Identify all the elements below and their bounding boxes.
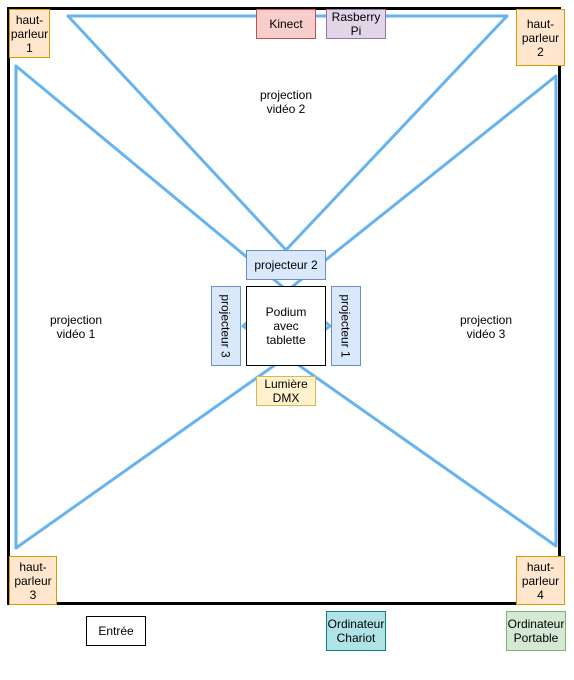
speaker-2: haut- parleur 2 [516, 9, 565, 66]
raspberry-pi-box: Rasberry Pi [326, 9, 386, 39]
room-outline [7, 7, 561, 605]
computer-portable-box: Ordinateur Portable [506, 611, 566, 651]
projector-2: projecteur 2 [246, 250, 326, 280]
projector-3-label: projecteur 3 [219, 294, 233, 358]
entrance-box: Entrée [86, 616, 146, 646]
projection-label-2: projection vidéo 2 [259, 88, 313, 116]
projector-1-label: projecteur 1 [339, 294, 353, 358]
projection-label-3: projection vidéo 3 [459, 313, 513, 341]
speaker-1: haut- parleur 1 [9, 9, 50, 58]
speaker-3: haut- parleur 3 [9, 556, 57, 605]
projection-beam-3 [241, 74, 558, 548]
projection-beam-2 [66, 14, 509, 252]
projection-label-1: projection vidéo 1 [49, 313, 103, 341]
podium-box: Podium avec tablette [246, 286, 326, 366]
speaker-4: haut- parleur 4 [516, 556, 565, 605]
projection-beam-1 [14, 64, 332, 550]
projector-3: projecteur 3 [211, 286, 241, 366]
dmx-light-box: Lumière DMX [256, 376, 316, 406]
kinect-box: Kinect [256, 9, 316, 39]
computer-chariot-box: Ordinateur Chariot [326, 611, 386, 651]
projector-1: projecteur 1 [331, 286, 361, 366]
